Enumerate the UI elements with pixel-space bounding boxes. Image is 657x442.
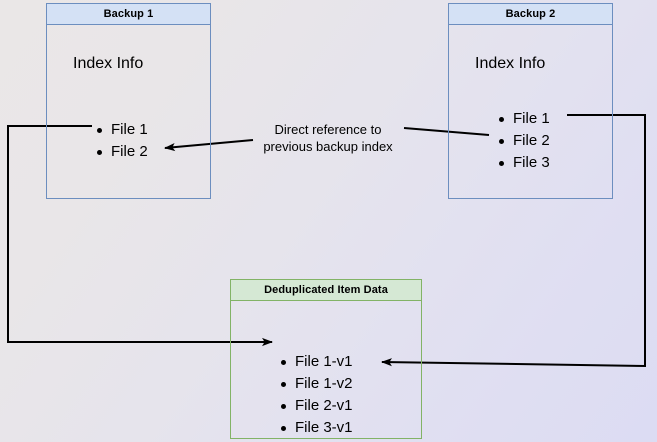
dedup-header: Deduplicated Item Data xyxy=(231,280,421,301)
deduplicated-item-data-box[interactable]: Deduplicated Item Data File 1-v1 File 1-… xyxy=(230,279,422,439)
backup-2-file-list: File 1 File 2 File 3 xyxy=(497,108,550,174)
list-item: File 3-v1 xyxy=(279,417,353,439)
backup-1-file-list: File 1 File 2 xyxy=(95,119,148,163)
list-item: File 1 xyxy=(497,108,550,130)
backup-2-box[interactable]: Backup 2 Index Info File 1 File 2 File 3 xyxy=(448,3,613,199)
backup-2-body: Index Info File 1 File 2 File 3 xyxy=(449,25,612,198)
backup-1-header: Backup 1 xyxy=(47,4,210,25)
backup-1-body: Index Info File 1 File 2 xyxy=(47,25,210,198)
list-item: File 1 xyxy=(95,119,148,141)
backup-2-index-label: Index Info xyxy=(475,55,546,72)
list-item: File 3 xyxy=(497,152,550,174)
backup-1-box[interactable]: Backup 1 Index Info File 1 File 2 xyxy=(46,3,211,199)
list-item: File 2-v1 xyxy=(279,395,353,417)
dedup-file-list: File 1-v1 File 1-v2 File 2-v1 File 3-v1 xyxy=(279,351,353,439)
edge-label-line-1: Direct reference to xyxy=(274,122,382,137)
list-item: File 2 xyxy=(95,141,148,163)
list-item: File 1-v2 xyxy=(279,373,353,395)
backup-1-index-label: Index Info xyxy=(73,55,144,72)
edge-label-line-2: previous backup index xyxy=(263,139,393,154)
backup-2-header: Backup 2 xyxy=(449,4,612,25)
list-item: File 2 xyxy=(497,130,550,152)
list-item: File 1-v1 xyxy=(279,351,353,373)
dedup-body: File 1-v1 File 1-v2 File 2-v1 File 3-v1 xyxy=(231,301,421,438)
edge-label-direct-reference: Direct reference to previous backup inde… xyxy=(252,121,404,155)
